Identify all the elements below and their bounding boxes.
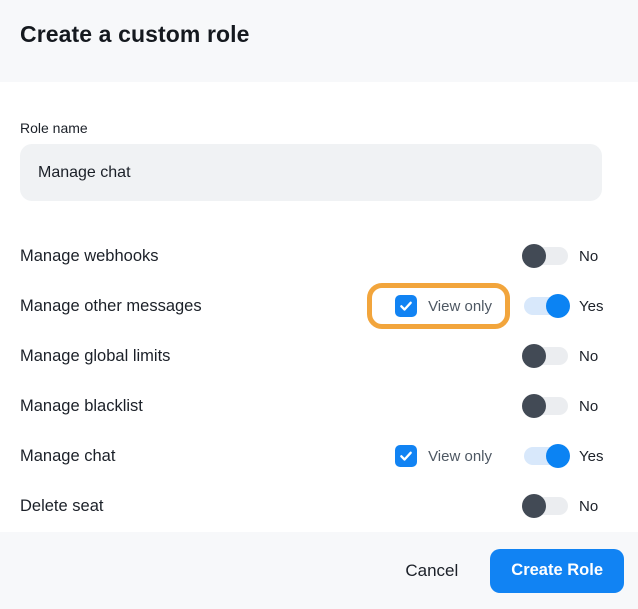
toggle-group: No [522,344,618,368]
permissions-list: Manage webhooks No Manage other messa [20,231,618,531]
permission-row-manage-blacklist: Manage blacklist No [20,381,618,431]
view-only-checkbox[interactable] [395,445,418,467]
toggle-state-label: No [579,497,599,515]
checkmark-icon [400,301,412,311]
permission-toggle[interactable] [524,294,570,318]
toggle-group: Yes [524,444,618,468]
toggle-state-label: No [579,347,599,365]
permission-label: Manage chat [20,446,116,465]
dialog-body: Role name Manage webhooks No [0,120,638,531]
permission-row-manage-other-messages: Manage other messages View only Yes [20,281,618,331]
toggle-state-label: No [579,397,599,415]
cancel-button[interactable]: Cancel [389,551,474,591]
role-name-label: Role name [20,120,88,136]
create-role-button[interactable]: Create Role [490,548,624,593]
view-only-checkbox[interactable] [395,295,418,317]
dialog-header: Create a custom role [0,0,638,82]
toggle-state-label: No [579,247,599,265]
permission-label: Manage blacklist [20,396,143,415]
toggle-knob [546,294,570,318]
toggle-state-label: Yes [579,297,604,315]
view-only-label: View only [428,447,492,465]
dialog-footer: Cancel Create Role [0,532,638,609]
permission-toggle[interactable] [522,394,568,418]
toggle-knob [522,344,546,368]
permission-row-manage-global-limits: Manage global limits No [20,331,618,381]
toggle-group: No [522,244,618,268]
view-only-label: View only [428,297,492,315]
permission-label: Manage global limits [20,346,171,365]
permission-label: Manage webhooks [20,246,159,265]
permission-label: Manage other messages [20,296,202,315]
view-only-checkbox-group-highlighted: View only [367,283,510,329]
role-name-input[interactable] [20,144,602,201]
toggle-group: No [522,394,618,418]
toggle-group: No [522,494,618,518]
toggle-group: Yes [524,294,618,318]
permission-toggle[interactable] [522,494,568,518]
permission-toggle[interactable] [522,244,568,268]
permission-toggle[interactable] [524,444,570,468]
toggle-state-label: Yes [579,447,604,465]
permission-row-manage-webhooks: Manage webhooks No [20,231,618,281]
permission-toggle[interactable] [522,344,568,368]
toggle-knob [522,244,546,268]
toggle-knob [522,494,546,518]
permission-label: Delete seat [20,496,104,515]
permission-row-manage-chat: Manage chat View only Yes [20,431,618,481]
view-only-checkbox-group: View only [367,433,510,479]
checkmark-icon [400,451,412,461]
toggle-knob [546,444,570,468]
page-title: Create a custom role [20,21,250,47]
toggle-knob [522,394,546,418]
permission-row-delete-seat: Delete seat No [20,481,618,531]
